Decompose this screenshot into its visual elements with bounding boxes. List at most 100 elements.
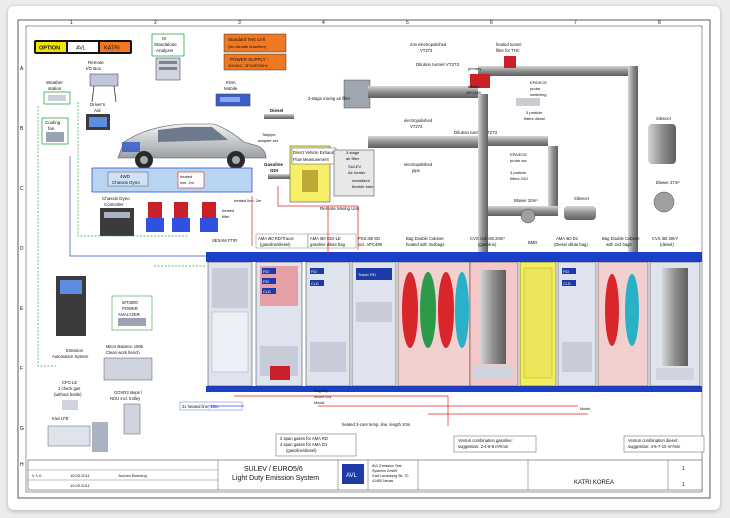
svg-text:heated: heated — [180, 174, 192, 179]
svg-text:Air heater: Air heater — [348, 170, 366, 175]
svg-text:Dilution tunnel VT273: Dilution tunnel VT273 — [454, 130, 498, 135]
svg-text:station: station — [48, 86, 62, 91]
fuel-connections: Diesel Gasoline GDI Tailpipe adapter set — [258, 108, 294, 179]
cabinet-ama-rd: FID FID CLD — [255, 261, 303, 387]
epa-probe-switching: EPA/ECE probe switching 3 particle filte… — [516, 80, 547, 121]
venturi-gasoline-note: Venturi combination gasoline: suggestion… — [453, 435, 537, 453]
svg-text:fan: fan — [48, 126, 55, 131]
svg-text:4 span gases for AMA D1: 4 span gases for AMA D1 — [280, 442, 328, 447]
chassis-dyno: 4WD Chassis Dyno heated line, 2m — [91, 167, 253, 193]
svg-text:Kiwi LFE: Kiwi LFE — [52, 416, 69, 421]
govr: GOVR3 steps / NGU incl. trolley — [110, 390, 143, 435]
pipe-to-cvs-le — [478, 94, 488, 264]
svg-text:Driver's: Driver's — [90, 102, 106, 107]
power-supply-2: 400VAC, 3P/N/E/50Hz — [228, 63, 268, 68]
date-2: 10.03.2011 — [70, 483, 90, 488]
dilution-tunnel-lower: Dilution tunnel VT273 electropolished VT… — [368, 118, 548, 173]
svg-text:VT273: VT273 — [420, 48, 433, 53]
svg-text:Systems GmbH: Systems GmbH — [372, 469, 398, 473]
svg-text:AVL Emission Test: AVL Emission Test — [372, 464, 402, 468]
svg-text:Clean work bench: Clean work bench — [106, 350, 140, 355]
pipe-to-cvs-60 — [628, 66, 638, 266]
svg-text:41460 Neuss: 41460 Neuss — [372, 479, 393, 483]
svg-text:Tracer FID: Tracer FID — [358, 273, 376, 277]
svg-text:Weather: Weather — [46, 80, 63, 85]
svg-text:2x heated line, 10m: 2x heated line, 10m — [182, 404, 219, 409]
label-ama-d1: AMA i60 D1 — [556, 236, 579, 241]
svg-text:FID: FID — [563, 270, 569, 274]
svg-text:Remote Mixing Unit: Remote Mixing Unit — [320, 206, 360, 211]
grid-row-b: B — [20, 126, 24, 132]
svg-text:ANALYZER: ANALYZER — [118, 312, 140, 317]
remote-io-box: Remote I/O Box — [86, 60, 119, 103]
remote-mixing-unit: 3-stage air filter SULEV Air heater meta… — [320, 149, 375, 211]
label-pss: PSS i60 SD — [358, 236, 380, 241]
svg-text:CLD: CLD — [311, 282, 319, 286]
cooling-fan: Cooling fan — [41, 117, 69, 145]
power-analyzer: WT3000 POWER ANALYZER — [111, 295, 153, 331]
standard-test-cell: Standard Test Cell — [228, 37, 265, 42]
svg-text:Blower 27m³: Blower 27m³ — [656, 180, 680, 185]
title-line-2: Light Duty Emission System — [232, 475, 319, 482]
svg-text:FID: FID — [263, 270, 269, 274]
svg-text:Flow Measurement: Flow Measurement — [293, 157, 329, 162]
svg-text:3-stage mixing air filter: 3-stage mixing air filter — [308, 96, 351, 101]
svg-text:non electropolished: non electropolished — [410, 42, 447, 47]
svg-text:Direct Vehicle Exhaust: Direct Vehicle Exhaust — [293, 150, 336, 155]
svg-text:Standalone: Standalone — [154, 42, 177, 47]
svg-text:heated with 3x4bags: heated with 3x4bags — [406, 242, 444, 247]
svg-text:with 2x3 bags: with 2x3 bags — [606, 242, 632, 247]
pipe-to-bag — [548, 146, 558, 206]
svg-text:VT273: VT273 — [410, 124, 423, 129]
svg-text:metallized: metallized — [352, 178, 370, 183]
svg-text:primary: primary — [468, 66, 481, 71]
label-bmd: BMD — [528, 240, 537, 245]
cabinet-bag-double — [397, 261, 471, 387]
grid-row-d: D — [20, 246, 24, 252]
legend-avl: AVL — [76, 46, 86, 52]
silencer-mid: Silencer Blower 20m³ — [514, 196, 596, 224]
svg-text:heated 3-core temp. line, leng: heated 3-core temp. line, length 10m — [342, 422, 411, 427]
svg-text:(gasoline): (gasoline) — [478, 242, 497, 247]
svg-text:heated: heated — [222, 208, 234, 213]
svg-text:Emission: Emission — [66, 348, 84, 353]
climate-chamber: (No climate chamber) — [228, 44, 267, 49]
heated-line-notes: 2x heated line, 10m heated 3-core temp. … — [179, 389, 590, 427]
svg-text:flexible tube: flexible tube — [352, 184, 374, 189]
direct-vehicle-exhaust-flow: Direct Vehicle Exhaust Flow Measurement — [289, 145, 337, 203]
dilution-tunnel-upper: Dilution tunnel VT273 non electropolishe… — [368, 42, 628, 98]
drivers-aid: Driver's Aid — [86, 102, 110, 130]
signal-lines — [37, 102, 588, 426]
svg-text:FID: FID — [263, 280, 269, 284]
grid-col-3: 3 — [238, 20, 241, 26]
svg-text:CFO LE: CFO LE — [62, 380, 77, 385]
kma-mobile: KMA Mobile — [215, 80, 251, 107]
label-cvs-le: CVS i-LE i60 20m³ — [470, 236, 505, 241]
svg-text:GOVR3 steps /: GOVR3 steps / — [114, 390, 143, 395]
svg-text:adapter set: adapter set — [258, 138, 279, 143]
svg-text:3-stage: 3-stage — [346, 150, 360, 155]
grid-row-f: F — [20, 366, 23, 372]
svg-text:Chassis Dyno: Chassis Dyno — [102, 196, 130, 201]
grid-row-h: H — [20, 462, 24, 468]
svg-text:GDI: GDI — [270, 168, 278, 173]
svg-text:filters GDI: filters GDI — [510, 176, 528, 181]
svg-text:(Diesel dilute bag): (Diesel dilute bag) — [554, 242, 588, 247]
svg-text:probe: probe — [530, 86, 541, 91]
svg-text:FID: FID — [311, 270, 317, 274]
heated-filters: heated filter heated line, 2m — [146, 198, 262, 232]
cabinet-ama-d1: FID CLD — [557, 261, 597, 387]
cabinet-cvs-60 — [649, 261, 701, 387]
grid-col-2: 2 — [154, 20, 157, 26]
grid-col-5: 5 — [406, 20, 409, 26]
cabinet-pss: Tracer FID — [351, 261, 397, 387]
svg-text:heated line, 2m: heated line, 2m — [234, 198, 262, 203]
svg-text:3 particle: 3 particle — [526, 110, 543, 115]
svg-text:Diesel: Diesel — [270, 108, 283, 113]
svg-text:Bag Dry: Bag Dry — [314, 389, 328, 393]
grid-col-8: 8 — [658, 20, 661, 26]
legend-avl-swatch — [68, 42, 98, 52]
svg-text:1 check gas: 1 check gas — [58, 386, 80, 391]
svg-text:APC489: APC489 — [466, 90, 482, 95]
power-supply-1: POWER SUPPLY : — [230, 57, 268, 62]
